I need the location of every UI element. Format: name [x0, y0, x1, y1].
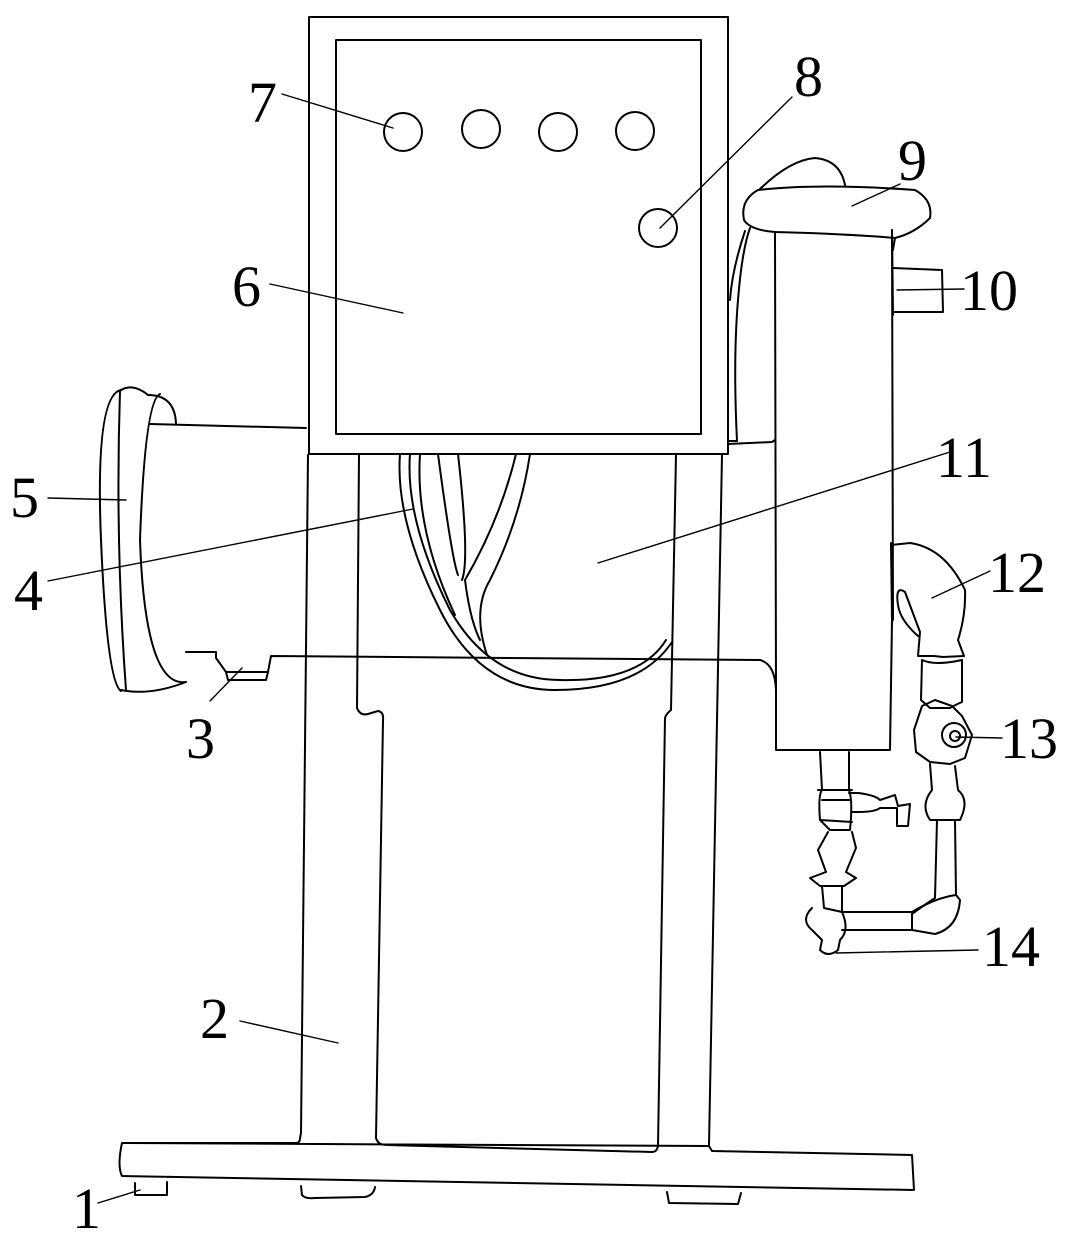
leader-1	[97, 1189, 141, 1204]
leader-10	[896, 288, 965, 291]
leader-14	[835, 949, 979, 954]
disc-outer	[98, 389, 122, 692]
cable-4	[437, 453, 459, 576]
indicator-lamp-3	[538, 112, 578, 152]
stand-column	[300, 454, 723, 1147]
callout-labels: 1 2 3 4 5 6 7 8 9 10 11 12 13 14	[10, 44, 1058, 1241]
side-tap	[848, 792, 911, 827]
callout-9: 9	[898, 128, 927, 193]
callout-12: 12	[988, 540, 1046, 605]
leader-2	[239, 1020, 339, 1044]
foot-left	[134, 1181, 168, 1196]
callout-11: 11	[936, 425, 992, 490]
leader-11	[597, 451, 951, 564]
callout-8: 8	[794, 44, 823, 109]
cable-1	[398, 453, 673, 691]
cable-bundle	[398, 453, 673, 691]
side-tube	[727, 227, 751, 442]
leader-4	[47, 508, 414, 582]
disc-middle	[117, 386, 187, 693]
foot-right	[666, 1191, 742, 1205]
callout-4: 4	[14, 558, 43, 623]
indicator-lamp-4	[615, 111, 655, 151]
leader-lines	[47, 93, 1003, 1204]
control-box-panel	[335, 39, 702, 435]
callout-6: 6	[232, 254, 261, 319]
valve-lower-body	[924, 763, 966, 821]
return-pipe	[890, 542, 967, 658]
housing-body	[775, 229, 894, 751]
stand-outer-right	[708, 454, 723, 1147]
drain-assembly	[805, 699, 973, 955]
leader-3	[209, 667, 243, 702]
control-box	[308, 16, 729, 455]
cable-2	[408, 453, 667, 682]
control-box-outer	[308, 16, 729, 455]
callout-5: 5	[10, 465, 39, 530]
indicator-lamp-1	[383, 112, 423, 152]
stand-outer-left	[300, 454, 309, 1134]
leader-9	[851, 183, 901, 207]
leader-7	[281, 93, 394, 129]
lid-handle	[759, 157, 846, 190]
cable-6	[464, 453, 517, 641]
leader-8	[659, 96, 793, 229]
stand-inner-left	[356, 454, 385, 1139]
return-pipe-joint	[920, 659, 963, 709]
callout-13: 13	[1000, 706, 1058, 771]
callout-3: 3	[186, 706, 215, 771]
filter-housing	[727, 157, 967, 751]
callout-1: 1	[72, 1176, 101, 1241]
indicator-lamp-2	[461, 109, 501, 149]
drain-elbow	[911, 894, 961, 935]
valve-knob-outer	[941, 722, 967, 748]
power-switch	[638, 208, 678, 248]
barrel-assembly	[98, 386, 777, 693]
callout-14: 14	[982, 914, 1040, 979]
foot-middle	[300, 1185, 376, 1200]
lower-pipe-stack	[805, 751, 857, 955]
horizontal-drain-pipe	[841, 911, 913, 931]
cable-7	[479, 453, 531, 656]
outlet-spout	[225, 671, 269, 681]
leader-13	[955, 736, 1003, 739]
housing-right-wall	[891, 229, 894, 621]
cable-3	[418, 453, 456, 616]
stand-inner-right	[657, 454, 677, 1147]
valve-knob-inner	[949, 730, 961, 742]
callout-2: 2	[200, 986, 229, 1051]
callout-7: 7	[248, 70, 277, 135]
housing-lid	[742, 185, 932, 251]
housing-left-wall	[727, 231, 777, 691]
leader-6	[269, 283, 404, 314]
base-plate	[118, 1132, 915, 1191]
valve-body	[913, 699, 973, 765]
disc-front	[147, 394, 177, 425]
base-assembly	[118, 1132, 915, 1205]
callout-10: 10	[960, 258, 1018, 323]
outlet-pipe	[892, 267, 944, 313]
leader-12	[931, 570, 991, 599]
barrel-body	[149, 423, 777, 691]
cable-5	[457, 453, 467, 581]
leader-5	[47, 497, 127, 501]
